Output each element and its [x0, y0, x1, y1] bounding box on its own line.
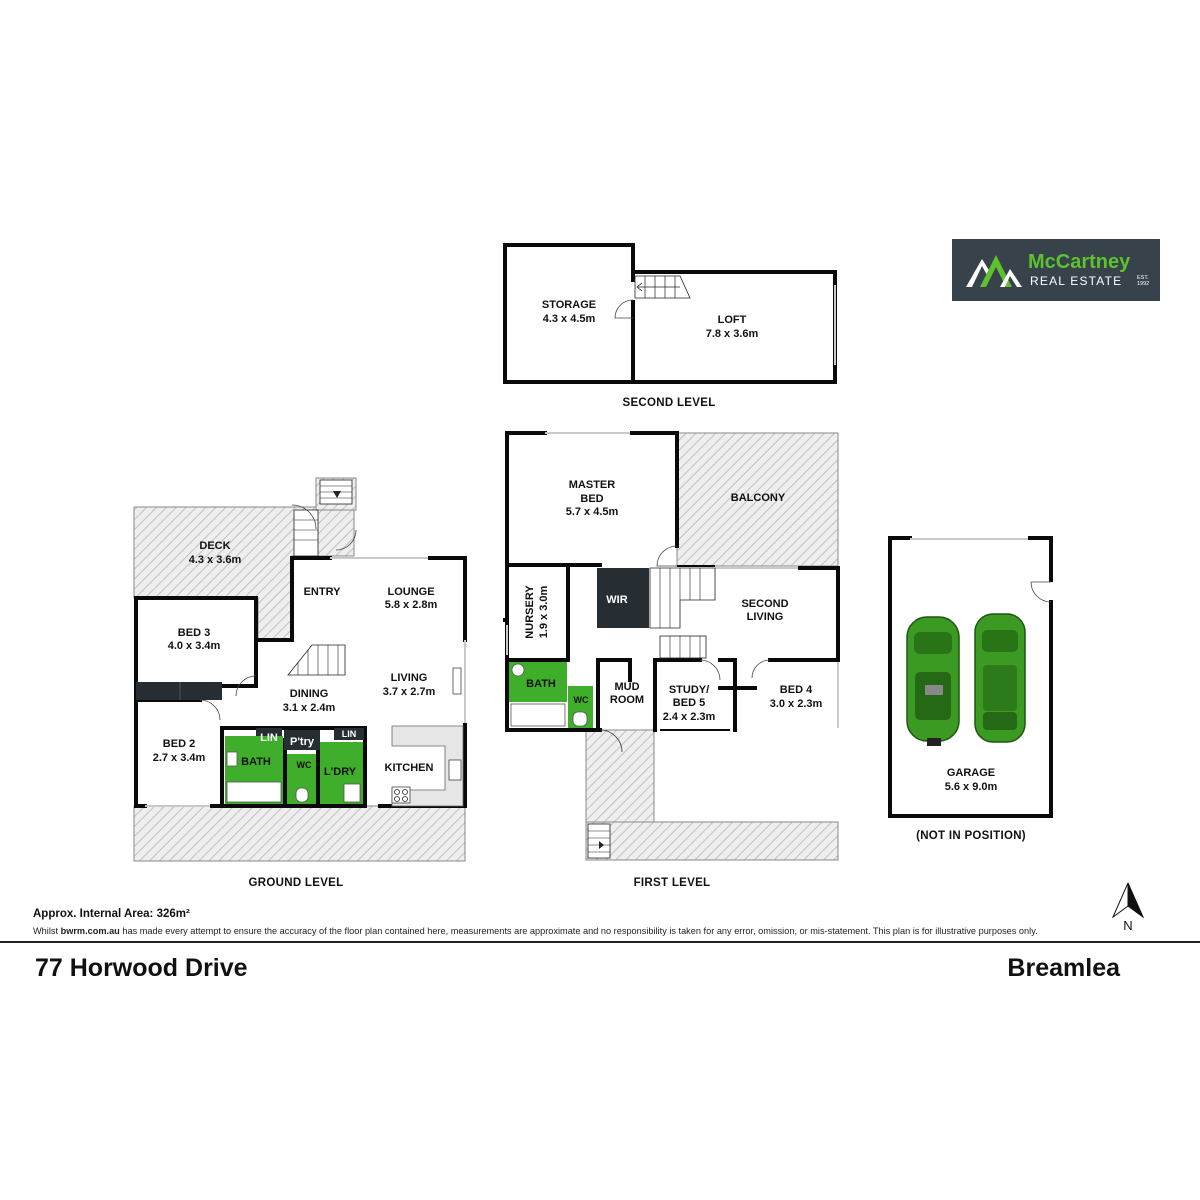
loft-stairs	[634, 275, 691, 299]
area-value: 326m²	[156, 908, 190, 920]
balcony-area	[676, 432, 839, 567]
living-size: 3.7 x 2.7m	[383, 686, 436, 698]
ground-front-deck	[133, 805, 466, 862]
nursery-label: NURSERY	[524, 585, 536, 639]
second-level-title: SECOND LEVEL	[622, 397, 715, 409]
bed4-label: BED 4	[780, 684, 813, 696]
disclaimer: Whilst bwrm.com.au has made every attemp…	[33, 926, 1173, 936]
living-label: LIVING	[391, 672, 428, 684]
study-size: 2.4 x 2.3m	[663, 711, 716, 723]
pantry-label: P'try	[290, 736, 315, 748]
disclaimer-pre: Whilst	[33, 926, 59, 936]
bed3-label: BED 3	[178, 627, 210, 639]
laundry-label: L'DRY	[324, 766, 357, 778]
dining-size: 3.1 x 2.4m	[283, 702, 336, 714]
first-level: MASTER BED 5.7 x 4.5m BALCONY NURSERY 1.…	[503, 431, 840, 889]
bed2-label: BED 2	[163, 738, 195, 750]
area-label: Approx. Internal Area:	[33, 908, 154, 920]
deck-stairs	[293, 479, 353, 557]
front-stairs	[587, 823, 611, 859]
wir-label: WIR	[606, 594, 627, 606]
second-living-label: SECOND	[741, 598, 788, 610]
brand-est: EST. 1992	[1137, 275, 1150, 287]
garage-label: GARAGE	[947, 767, 995, 779]
ground-level: DECK 4.3 x 3.6m ENTRY LOUNGE 5.8 x 2.8m …	[133, 477, 467, 889]
car-left-icon	[906, 616, 960, 746]
lin2-area	[334, 728, 364, 740]
ground-level-title: GROUND LEVEL	[249, 877, 344, 889]
ground-bath-label: BATH	[241, 756, 271, 768]
study-label: STUDY/	[669, 684, 709, 696]
garage-note: (NOT IN POSITION)	[916, 830, 1026, 842]
lin1-label: LIN	[260, 732, 278, 744]
first-level-title: FIRST LEVEL	[634, 877, 711, 889]
lin2-label: LIN	[342, 729, 357, 739]
property-suburb: Breamlea	[1007, 954, 1120, 982]
first-wc-label: WC	[574, 695, 589, 705]
bed2-size: 2.7 x 3.4m	[153, 752, 206, 764]
mountain-logo-icon	[966, 255, 1022, 287]
pantry-area	[284, 730, 320, 750]
deck-label: DECK	[199, 540, 230, 552]
north-label: N	[1123, 918, 1132, 933]
nursery-size: 1.9 x 3.0m	[538, 585, 550, 638]
master-size: 5.7 x 4.5m	[566, 506, 619, 518]
disclaimer-post: has made every attempt to ensure the acc…	[122, 926, 1038, 936]
first-internal-stairs	[649, 567, 716, 659]
disclaimer-site: bwrm.com.au	[60, 926, 120, 936]
ground-internal-stairs	[287, 644, 346, 676]
footer-divider	[0, 941, 1200, 943]
deck-area	[133, 506, 355, 641]
car-right-icon	[974, 613, 1026, 743]
ground-wc-label: WC	[297, 760, 312, 770]
mud-room-label-2: ROOM	[610, 694, 644, 706]
property-address: 77 Horwood Drive	[35, 954, 248, 982]
storage-size: 4.3 x 4.5m	[543, 313, 596, 325]
storage-label: STORAGE	[542, 299, 596, 311]
garage-size: 5.6 x 9.0m	[945, 781, 998, 793]
north-arrow-icon	[1111, 882, 1145, 919]
brand-tagline: REAL ESTATE	[1030, 274, 1123, 288]
balcony-label: BALCONY	[731, 492, 786, 504]
master-label-2: BED	[580, 493, 603, 505]
master-label: MASTER	[569, 479, 616, 491]
entry-label: ENTRY	[304, 586, 342, 598]
bed4-size: 3.0 x 2.3m	[770, 698, 823, 710]
second-living-label-2: LIVING	[747, 611, 784, 623]
brand-logo: McCartney REAL ESTATE EST. 1992	[952, 239, 1160, 301]
mud-room-label: MUD	[614, 681, 639, 693]
study-label-2: BED 5	[673, 697, 705, 709]
second-level: STORAGE 4.3 x 4.5m LOFT 7.8 x 3.6m SECON…	[503, 243, 837, 409]
kitchen-label: KITCHEN	[385, 762, 434, 774]
first-bath-label: BATH	[526, 678, 556, 690]
garage: GARAGE 5.6 x 9.0m (NOT IN POSITION)	[888, 536, 1053, 842]
wir-area	[597, 568, 649, 628]
lounge-size: 5.8 x 2.8m	[385, 599, 438, 611]
loft-label: LOFT	[718, 314, 747, 326]
dining-label: DINING	[290, 688, 329, 700]
lounge-label: LOUNGE	[387, 586, 434, 598]
deck-size: 4.3 x 3.6m	[189, 554, 242, 566]
brand-name: McCartney	[1028, 251, 1131, 273]
loft-size: 7.8 x 3.6m	[706, 328, 759, 340]
internal-area: Approx. Internal Area: 326m²	[33, 908, 190, 920]
bed3-size: 4.0 x 3.4m	[168, 640, 221, 652]
